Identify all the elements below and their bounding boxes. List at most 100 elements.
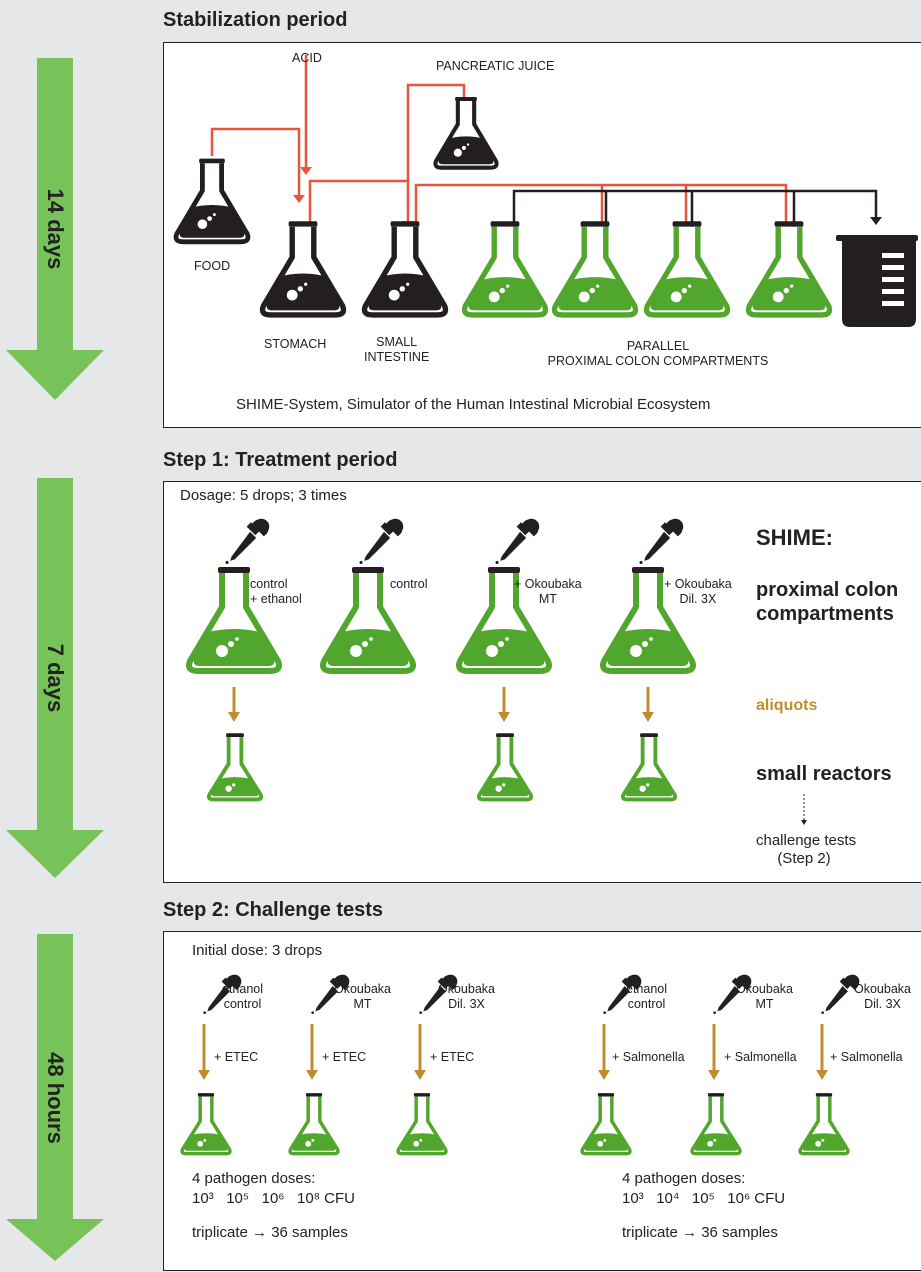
challenge-label-line1: Okoubaka	[334, 982, 391, 996]
dosage-label: Dosage: 5 drops; 3 times	[180, 487, 347, 504]
food-label: FOOD	[194, 259, 231, 273]
treatment-label-2: control	[390, 577, 428, 592]
salmonella-add-label: + Salmonella	[612, 1050, 685, 1064]
challenge-label-line2: control	[223, 997, 262, 1011]
dose-value: 10³	[192, 1190, 214, 1207]
challenge-line1: challenge tests	[756, 832, 857, 849]
salmonella-add-label: + Salmonella	[724, 1050, 797, 1064]
challenge-label-line1: Okoubaka	[438, 982, 495, 996]
acid-label: ACID	[292, 51, 322, 65]
challenge-label-line2: control	[627, 997, 666, 1011]
aliquot-arrows	[232, 687, 650, 714]
proximal-colon-label: proximal colon compartments	[756, 578, 898, 626]
reactor-tube-icon	[690, 1092, 742, 1156]
small-intestine-line1: SMALL	[376, 335, 418, 349]
treatment-label-1: control + ethanol	[250, 577, 302, 607]
challenge-label-line1: ethanol	[222, 982, 264, 996]
dose-value: 10⁸ CFU	[297, 1190, 356, 1207]
treatment-label-line2: MT	[538, 592, 557, 606]
pathogen-doses-values: 10³ 10⁴ 10⁵ 10⁶ CFU	[622, 1190, 785, 1208]
pancreatic-juice-label: PANCREATIC JUICE	[436, 59, 555, 73]
duration-label: 7 days	[43, 643, 68, 713]
pathogen-doses-label: 4 pathogen doses:	[192, 1170, 316, 1187]
challenge-line2: (Step 2)	[777, 850, 831, 867]
down-arrow-icon	[6, 58, 104, 400]
challenge-label-line2: Dil. 3X	[448, 997, 485, 1011]
challenge-tests-label: challenge tests (Step 2)	[756, 832, 857, 868]
dose-value: 10³	[622, 1190, 644, 1207]
pathogen-doses-values: 10³ 10⁵ 10⁶ 10⁸ CFU	[192, 1190, 355, 1208]
duration-arrow-2: 7 days	[0, 478, 110, 878]
small-reactors-label: small reactors	[756, 763, 892, 785]
treatment-label-line1: + Okoubaka	[514, 577, 582, 591]
challenge-label-line1: ethanol	[626, 982, 668, 996]
triplicate-label: triplicate → 36 samples	[192, 1224, 348, 1241]
small-intestine-label: SMALL INTESTINE	[364, 335, 429, 365]
step2-panel: Initial dose: 3 drops ethanol control O	[163, 931, 921, 1271]
treatment-label-line1: control	[250, 577, 288, 591]
challenge-label-salmonella-1: ethanol control	[626, 982, 667, 1012]
stabilization-title: Stabilization period	[163, 9, 348, 31]
triplicate-label: triplicate → 36 samples	[622, 1224, 778, 1241]
shime-caption: SHIME-System, Simulator of the Human Int…	[236, 396, 711, 413]
challenge-label-line1: Okoubaka	[854, 982, 911, 996]
reactor-tube-icon	[798, 1092, 850, 1156]
challenge-label-salmonella-2: Okoubaka MT	[736, 982, 793, 1012]
initial-dose-label: Initial dose: 3 drops	[192, 942, 323, 959]
colon-flask-icon	[465, 221, 546, 315]
small-intestine-line2: INTESTINE	[364, 350, 430, 364]
treatment-diagram	[164, 518, 807, 825]
dropper-icons	[225, 518, 684, 564]
step1-panel: Dosage: 5 drops; 3 times control + ethan…	[163, 481, 921, 883]
collection-beaker-icon	[836, 235, 918, 327]
pathogen-doses-label: 4 pathogen doses:	[622, 1170, 746, 1187]
treatment-label-line1: control	[390, 577, 428, 591]
reactor-tube-icon	[580, 1092, 632, 1156]
dose-value: 10⁵	[226, 1190, 250, 1207]
parallel-colon-label: PARALLEL PROXIMAL COLON COMPARTMENTS	[518, 339, 798, 369]
small-reactor-icon	[209, 733, 261, 799]
colon-flask-icon	[555, 221, 636, 315]
duration-arrow-3: 48 hours	[0, 934, 110, 1261]
stomach-label: STOMACH	[264, 337, 327, 351]
treatment-label-3: + Okoubaka MT	[514, 577, 582, 607]
dose-value: 10⁶ CFU	[727, 1190, 786, 1207]
treatment-label-line2: Dil. 3X	[679, 592, 717, 606]
small-reactor-icon	[479, 733, 531, 799]
challenge-label-line2: MT	[353, 997, 372, 1011]
challenge-label-etec-2: Okoubaka MT	[334, 982, 391, 1012]
colon-flask-icon	[749, 221, 830, 315]
down-arrow-icon	[6, 934, 104, 1261]
stomach-flask-icon	[263, 221, 344, 315]
etec-add-label: + ETEC	[322, 1050, 367, 1064]
challenge-label-line2: Dil. 3X	[864, 997, 901, 1011]
proximal-line1: proximal colon	[756, 579, 899, 601]
food-flask-icon	[176, 159, 248, 242]
treatment-label-line2: + ethanol	[250, 592, 302, 606]
treatment-label-line1: + Okoubaka	[664, 577, 732, 591]
dose-value: 10⁴	[656, 1190, 680, 1207]
challenge-label-line2: MT	[755, 997, 774, 1011]
challenge-label-salmonella-3: Okoubaka Dil. 3X	[854, 982, 911, 1012]
challenge-label-line1: Okoubaka	[736, 982, 793, 996]
step1-title: Step 1: Treatment period	[163, 449, 398, 471]
feed-lines	[210, 55, 788, 239]
shime-system-diagram	[164, 55, 918, 327]
reactor-tube-icon	[288, 1092, 340, 1156]
reactor-tube-icon	[396, 1092, 448, 1156]
etec-add-label: + ETEC	[214, 1050, 259, 1064]
small-reactor-icon	[623, 733, 675, 799]
challenge-label-etec-3: Okoubaka Dil. 3X	[438, 982, 495, 1012]
colon-flask-icon	[647, 221, 728, 315]
treatment-label-4: + Okoubaka Dil. 3X	[664, 577, 732, 607]
salmonella-add-label: + Salmonella	[830, 1050, 903, 1064]
pancreatic-flask-icon	[435, 97, 496, 168]
stabilization-panel: ACID PANCREATIC JUICE FOOD STOMACH SMALL…	[163, 42, 921, 428]
challenge-diagram	[180, 974, 860, 1156]
down-arrow-icon	[6, 478, 104, 878]
reactor-tube-icon	[180, 1092, 232, 1156]
duration-label: 14 days	[43, 188, 68, 270]
dose-value: 10⁵	[691, 1190, 715, 1207]
addition-arrows	[202, 1024, 824, 1072]
challenge-label-etec-1: ethanol control	[222, 982, 263, 1012]
